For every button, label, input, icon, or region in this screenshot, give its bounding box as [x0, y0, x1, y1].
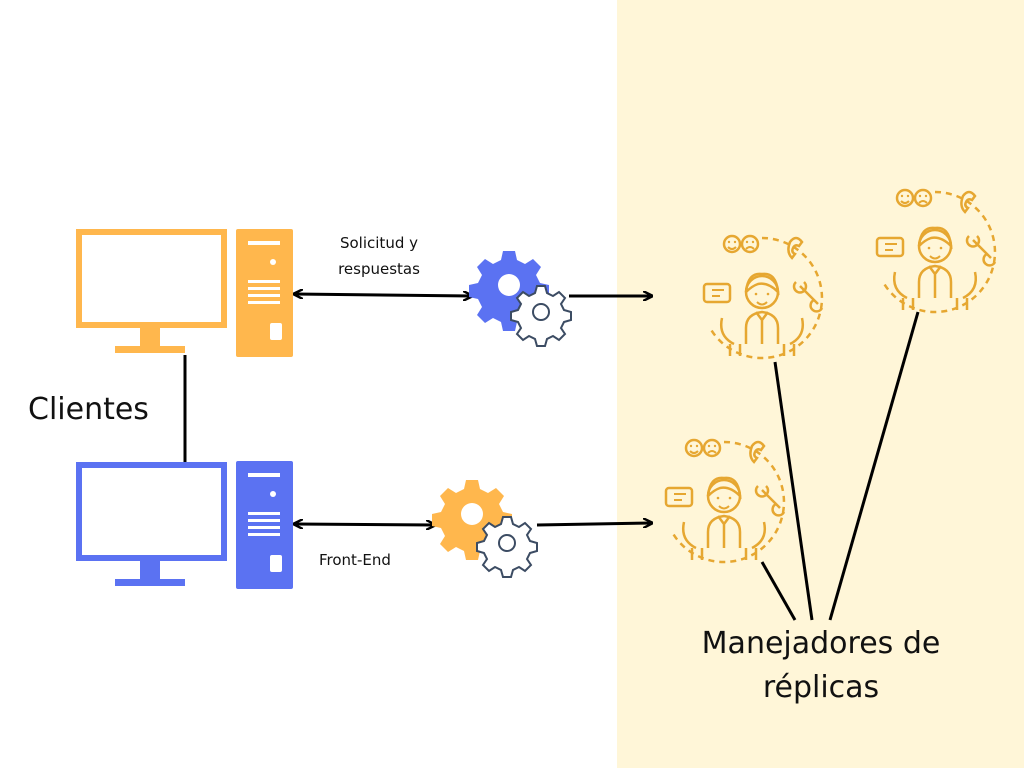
front-end-arrow [294, 524, 435, 525]
front-end-label: Front-End [319, 551, 391, 569]
request-response-arrow [294, 294, 472, 296]
replica-side-panel [617, 0, 1024, 768]
manager-connector-line [773, 361, 814, 621]
request-response-label: Solicitud y respuestas [338, 234, 420, 278]
replica-managers-label: Manejadores de réplicas [701, 626, 941, 705]
manager-connector-line [828, 311, 920, 621]
to-replica-arrow-bottom [536, 523, 652, 525]
manager-connector-line [760, 561, 797, 621]
clients-label: Clientes [28, 392, 149, 427]
client-computer-blue-icon [76, 461, 293, 589]
client-computer-orange-icon [76, 229, 293, 357]
gears-icon [432, 480, 538, 578]
gears-icon [469, 251, 572, 347]
